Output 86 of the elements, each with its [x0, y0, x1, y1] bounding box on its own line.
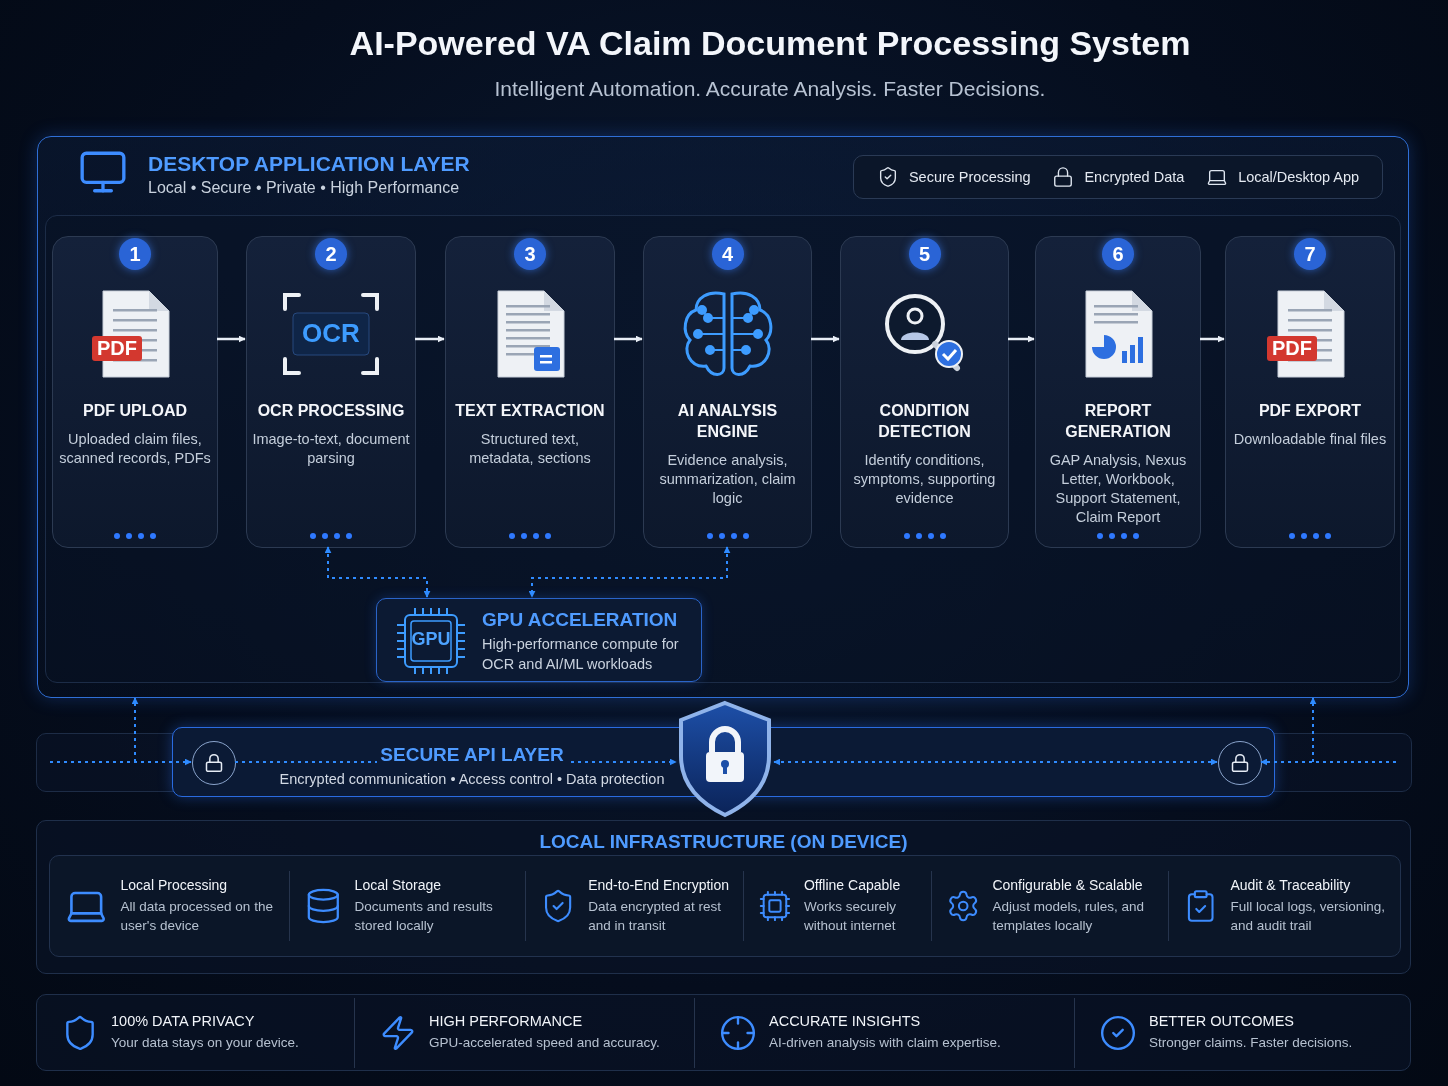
subtitle: Intelligent Automation. Accurate Analysis. Faster Decisions.	[493, 77, 1047, 101]
step-title: PDF EXPORT	[1257, 401, 1363, 421]
chip-label: GPU	[410, 629, 452, 650]
file-type-tag: PDF	[1267, 336, 1317, 361]
process-step-card	[643, 236, 812, 548]
step-number-badge: 7	[1294, 238, 1326, 270]
benefit-description: GPU-accelerated speed and accuracy.	[429, 1034, 660, 1052]
dashed-connector	[324, 546, 431, 598]
process-step-card	[52, 236, 218, 548]
step-title: OCR PROCESSING	[256, 401, 406, 421]
infrastructure-panel	[36, 820, 1411, 974]
step-number-badge: 3	[514, 238, 546, 270]
feature-label: Local/Desktop App	[1238, 169, 1360, 185]
file-type-tag: PDF	[92, 336, 142, 361]
feature-description: Works securely without internet	[803, 898, 897, 935]
step-number-badge: 1	[119, 238, 151, 270]
process-step-card	[246, 236, 416, 548]
feature-description: Full local logs, versioning, and audit trail	[1230, 898, 1386, 935]
dashed-connector	[1309, 697, 1317, 763]
gpu-title: GPU ACCELERATION	[482, 609, 678, 631]
benefit-description: Your data stays on your device.	[111, 1034, 299, 1052]
diagram-title: AI-Powered VA Claim Document Processing System	[348, 24, 1192, 63]
process-step-card	[840, 236, 1009, 548]
step-number-badge: 2	[315, 238, 347, 270]
feature-description: Data encrypted at rest and in transit	[588, 898, 722, 935]
benefit-description: AI-driven analysis with claim expertise.	[769, 1034, 1001, 1052]
step-title: AI ANALYSIS ENGINE	[676, 401, 779, 442]
arrow	[217, 335, 246, 343]
benefit-title: ACCURATE INSIGHTS	[769, 1013, 922, 1029]
step-title: TEXT EXTRACTION	[454, 401, 606, 421]
process-step-card	[1035, 236, 1201, 548]
benefit-title: BETTER OUTCOMES	[1149, 1013, 1295, 1029]
api-layer-band	[172, 727, 1275, 797]
process-step-card	[1225, 236, 1395, 548]
infrastructure-title: LOCAL INFRASTRUCTURE (ON DEVICE)	[538, 831, 909, 853]
lock-badge	[1218, 741, 1262, 785]
step-title: PDF UPLOAD	[82, 401, 188, 421]
shield-lock-icon	[676, 700, 774, 818]
benefit-title: 100% DATA PRIVACY	[111, 1013, 256, 1029]
layer-title: DESKTOP APPLICATION LAYER	[148, 152, 470, 176]
step-description: Identify conditions, symptoms, supporting evidence	[852, 451, 997, 508]
dashed-connector	[528, 546, 731, 598]
feature-description: All data processed on the user's device	[120, 898, 274, 935]
feature-title: End-to-End Encryption	[588, 877, 731, 893]
step-title: REPORT GENERATION	[1064, 401, 1172, 442]
step-description: Structured text, metadata, sections	[468, 430, 592, 468]
dashed-connector	[131, 697, 139, 763]
arrow	[811, 335, 840, 343]
benefit-description: Stronger claims. Faster decisions.	[1149, 1034, 1353, 1052]
benefit-title: HIGH PERFORMANCE	[429, 1013, 584, 1029]
benefits-panel	[36, 994, 1411, 1071]
arrow	[1200, 335, 1225, 343]
feature-title: Local Processing	[120, 877, 229, 893]
layer-subtitle: Local • Secure • Private • High Performance	[148, 179, 460, 197]
dashed-connector	[49, 758, 192, 766]
process-step-card	[445, 236, 615, 548]
feature-description: Documents and results stored locally	[354, 898, 494, 935]
step-number-badge: 6	[1102, 238, 1134, 270]
feature-label: Encrypted Data	[1084, 169, 1185, 185]
icon-label: OCR	[301, 318, 361, 349]
arrow	[1008, 335, 1035, 343]
feature-title: Offline Capable	[803, 877, 902, 893]
feature-badge-bar	[853, 155, 1383, 199]
step-description: GAP Analysis, Nexus Letter, Workbook, Support Statement, Claim Report	[1048, 451, 1188, 527]
api-layer-description: Encrypted communication • Access control • Data protection	[278, 771, 666, 787]
feature-title: Audit & Traceability	[1230, 877, 1352, 893]
gpu-description: High-performance compute for OCR and AI/ML workloads	[482, 635, 680, 674]
feature-label: Secure Processing	[908, 169, 1031, 185]
feature-description: Adjust models, rules, and templates locally	[992, 898, 1145, 935]
step-description: Evidence analysis, summarization, claim logic	[658, 451, 797, 508]
feature-title: Configurable & Scalable	[992, 877, 1144, 893]
step-number-badge: 4	[711, 238, 744, 270]
arrow	[614, 335, 643, 343]
step-description: Downloadable final files	[1232, 430, 1388, 449]
dashed-connector	[1260, 758, 1397, 766]
arrow	[415, 335, 445, 343]
dashed-connector	[773, 758, 1218, 766]
step-number-badge: 5	[908, 238, 941, 270]
step-title: CONDITION DETECTION	[877, 401, 972, 442]
gpu-card	[376, 598, 702, 682]
feature-title: Local Storage	[354, 877, 442, 893]
step-description: Image-to-text, document parsing	[251, 430, 411, 468]
lock-badge	[192, 741, 236, 785]
feature-row-panel	[49, 855, 1401, 957]
layer-panel	[37, 136, 1409, 698]
step-description: Uploaded claim files, scanned records, PDFs	[58, 430, 212, 468]
